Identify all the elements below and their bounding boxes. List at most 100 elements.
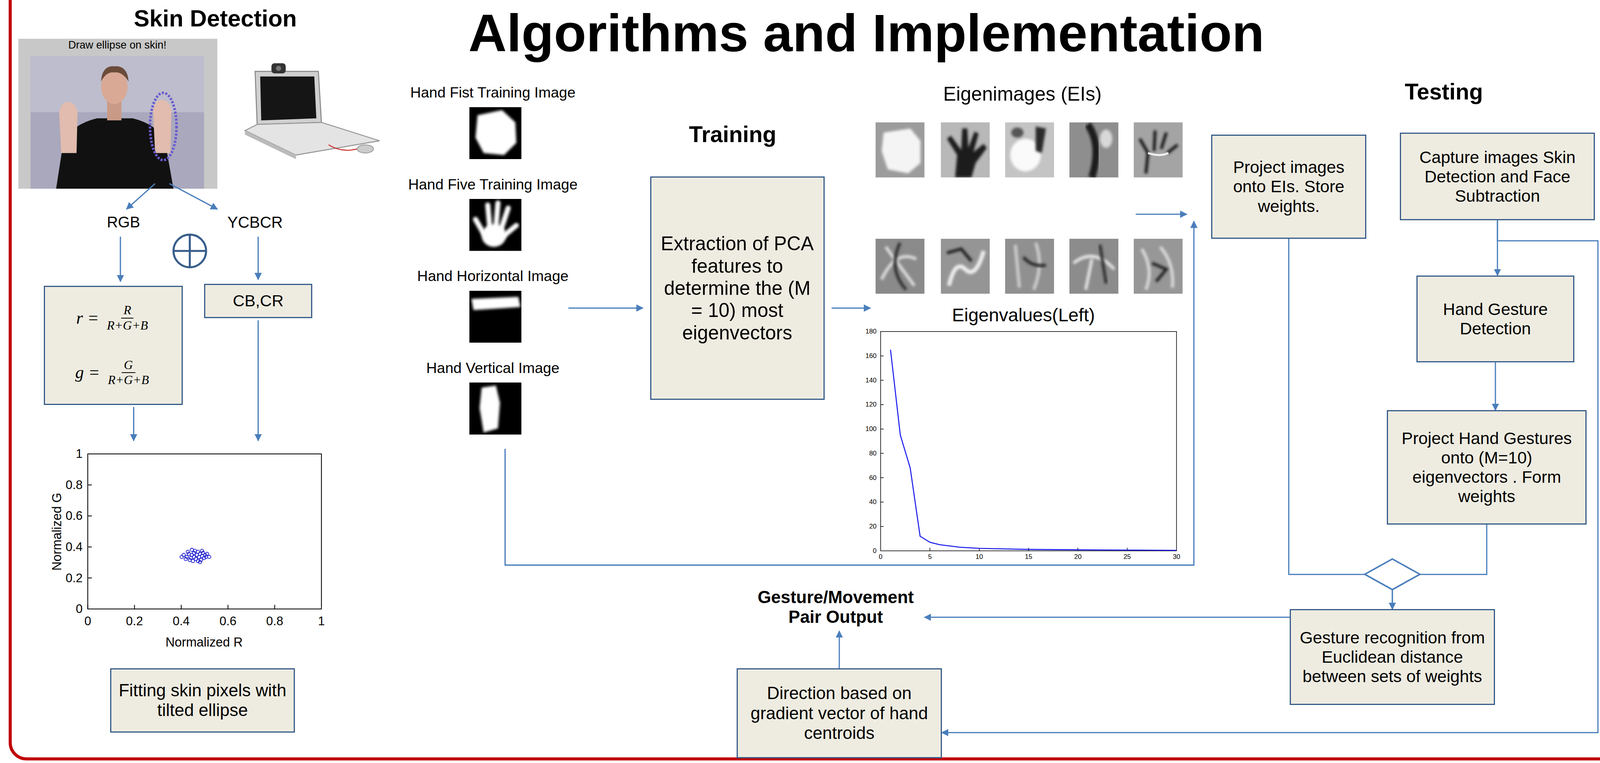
laptop-icon bbox=[255, 71, 322, 125]
eigenvalue-chart bbox=[880, 355, 884, 357]
box-text: Gesture recognition from Euclidean dista… bbox=[1295, 628, 1490, 687]
section-heading: Testing bbox=[1404, 78, 1484, 105]
flow-arrows bbox=[257, 236, 259, 280]
training-images bbox=[469, 382, 522, 435]
scatter-plot bbox=[87, 515, 92, 517]
laptop-icon bbox=[328, 144, 357, 151]
eigenimages bbox=[875, 122, 925, 178]
flow-arrows bbox=[568, 307, 644, 309]
decision-diamond bbox=[1364, 558, 1420, 590]
axis-tick: 20 bbox=[1074, 553, 1082, 561]
axis-tick: 20 bbox=[869, 522, 877, 531]
training-images bbox=[469, 290, 522, 344]
axis-tick: 30 bbox=[1172, 553, 1181, 561]
box-text: Extraction of PCA features to determine … bbox=[656, 232, 819, 344]
axis-tick: 0.6 bbox=[65, 509, 83, 524]
eigenvalue-chart bbox=[880, 380, 884, 381]
xor-symbol bbox=[173, 234, 207, 268]
scatter-plot bbox=[183, 557, 188, 561]
formula-lhs: g = bbox=[75, 362, 101, 383]
fraction-numerator: G bbox=[121, 358, 136, 374]
flow-arrows bbox=[831, 307, 871, 309]
eigenimages bbox=[1141, 246, 1173, 290]
axis-tick: 80 bbox=[869, 449, 877, 458]
process-box: Fitting skin pixels with tilted ellipse bbox=[110, 668, 295, 733]
formula-row: g = GR+G+B bbox=[75, 358, 152, 388]
scatter-plot bbox=[87, 604, 89, 609]
chart-title: Eigenvalues(Left) bbox=[952, 304, 1096, 327]
box-text: Direction based on gradient vector of ha… bbox=[742, 683, 936, 744]
box-text: Hand Gesture Detection bbox=[1422, 299, 1569, 339]
process-box: Project images onto EIs. Store weights. bbox=[1211, 134, 1367, 239]
axis-tick: 0.2 bbox=[125, 614, 143, 629]
eigenimages bbox=[1069, 238, 1119, 295]
process-box: CB,CR bbox=[204, 283, 313, 319]
training-images bbox=[469, 106, 522, 160]
eigenimages bbox=[1069, 238, 1119, 295]
axis-tick: 0 bbox=[75, 602, 83, 617]
eigenimages bbox=[1139, 130, 1178, 174]
box-text: CB,CR bbox=[232, 291, 284, 311]
training-images bbox=[469, 106, 522, 160]
axis-tick: 15 bbox=[1024, 553, 1033, 561]
scatter-plot bbox=[87, 577, 92, 579]
eigenvalue-chart bbox=[880, 526, 884, 528]
eigenvalue-chart bbox=[880, 331, 1177, 552]
laptop-icon bbox=[244, 63, 380, 160]
eigenimages bbox=[1005, 238, 1055, 295]
fraction-denominator: R+G+B bbox=[105, 373, 152, 388]
image-caption: Hand Fist Training Image bbox=[410, 84, 576, 102]
webcam-photo bbox=[153, 99, 172, 153]
process-box: Hand Gesture Detection bbox=[1416, 275, 1575, 363]
title: Algorithms and Implementation bbox=[468, 1, 1265, 64]
axis-tick: 0 bbox=[878, 553, 883, 561]
flow-arrows bbox=[119, 236, 121, 282]
scatter-plot bbox=[205, 552, 209, 556]
channel-label: YCBCR bbox=[227, 213, 283, 232]
training-images bbox=[469, 198, 522, 252]
flow-connector bbox=[941, 220, 1599, 733]
scatter-plot bbox=[192, 555, 196, 559]
process-box: Project Hand Gestures onto (M=10) eigenv… bbox=[1386, 410, 1587, 525]
axis-title: Normalized G bbox=[49, 492, 65, 571]
fraction-numerator: R bbox=[121, 303, 134, 319]
eigenvalue-chart bbox=[890, 349, 1177, 551]
flow-connector bbox=[1288, 238, 1393, 610]
eigenimages bbox=[1023, 256, 1047, 266]
flow-connector bbox=[924, 616, 1290, 618]
scatter-plot bbox=[185, 550, 190, 554]
scatter-plot bbox=[180, 604, 182, 609]
training-images bbox=[475, 202, 517, 236]
axis-tick: 0 bbox=[84, 614, 92, 629]
axis-tick: 25 bbox=[1123, 553, 1132, 561]
axis-tick: 1 bbox=[75, 446, 83, 462]
flow-connector bbox=[1494, 362, 1497, 411]
axis-tick: 0.2 bbox=[65, 571, 83, 586]
eigenimages bbox=[1133, 238, 1183, 295]
flow-connector bbox=[838, 631, 841, 669]
section-heading: Skin Detection bbox=[133, 4, 297, 32]
fraction-denominator: R+G+B bbox=[104, 318, 151, 333]
image-caption: Hand Horizontal Image bbox=[417, 268, 569, 286]
eigenvalue-chart bbox=[880, 477, 884, 479]
eigenimages bbox=[1133, 122, 1183, 178]
formula-box: r =RR+G+Bg =GR+G+B bbox=[43, 285, 183, 406]
flow-arrows bbox=[169, 183, 218, 210]
scatter-plot bbox=[190, 553, 194, 557]
webcam-photo bbox=[150, 92, 177, 161]
scatter-plot bbox=[87, 546, 92, 548]
formula-row: r =RR+G+B bbox=[76, 303, 151, 333]
scatter-plot bbox=[87, 484, 92, 486]
eigenimages bbox=[1133, 238, 1183, 295]
process-box: Gesture recognition from Euclidean dista… bbox=[1289, 609, 1495, 706]
laptop-icon bbox=[260, 76, 317, 121]
scatter-plot bbox=[200, 549, 204, 553]
flow-arrows bbox=[126, 183, 156, 210]
eigenimages bbox=[881, 128, 921, 174]
eigenvalue-chart bbox=[880, 404, 884, 406]
webcam-photo bbox=[18, 38, 218, 189]
process-box: Extraction of PCA features to determine … bbox=[650, 176, 825, 400]
scatter-plot bbox=[180, 555, 184, 559]
eigenimages bbox=[1005, 238, 1055, 295]
eigenvalue-chart bbox=[929, 547, 931, 552]
